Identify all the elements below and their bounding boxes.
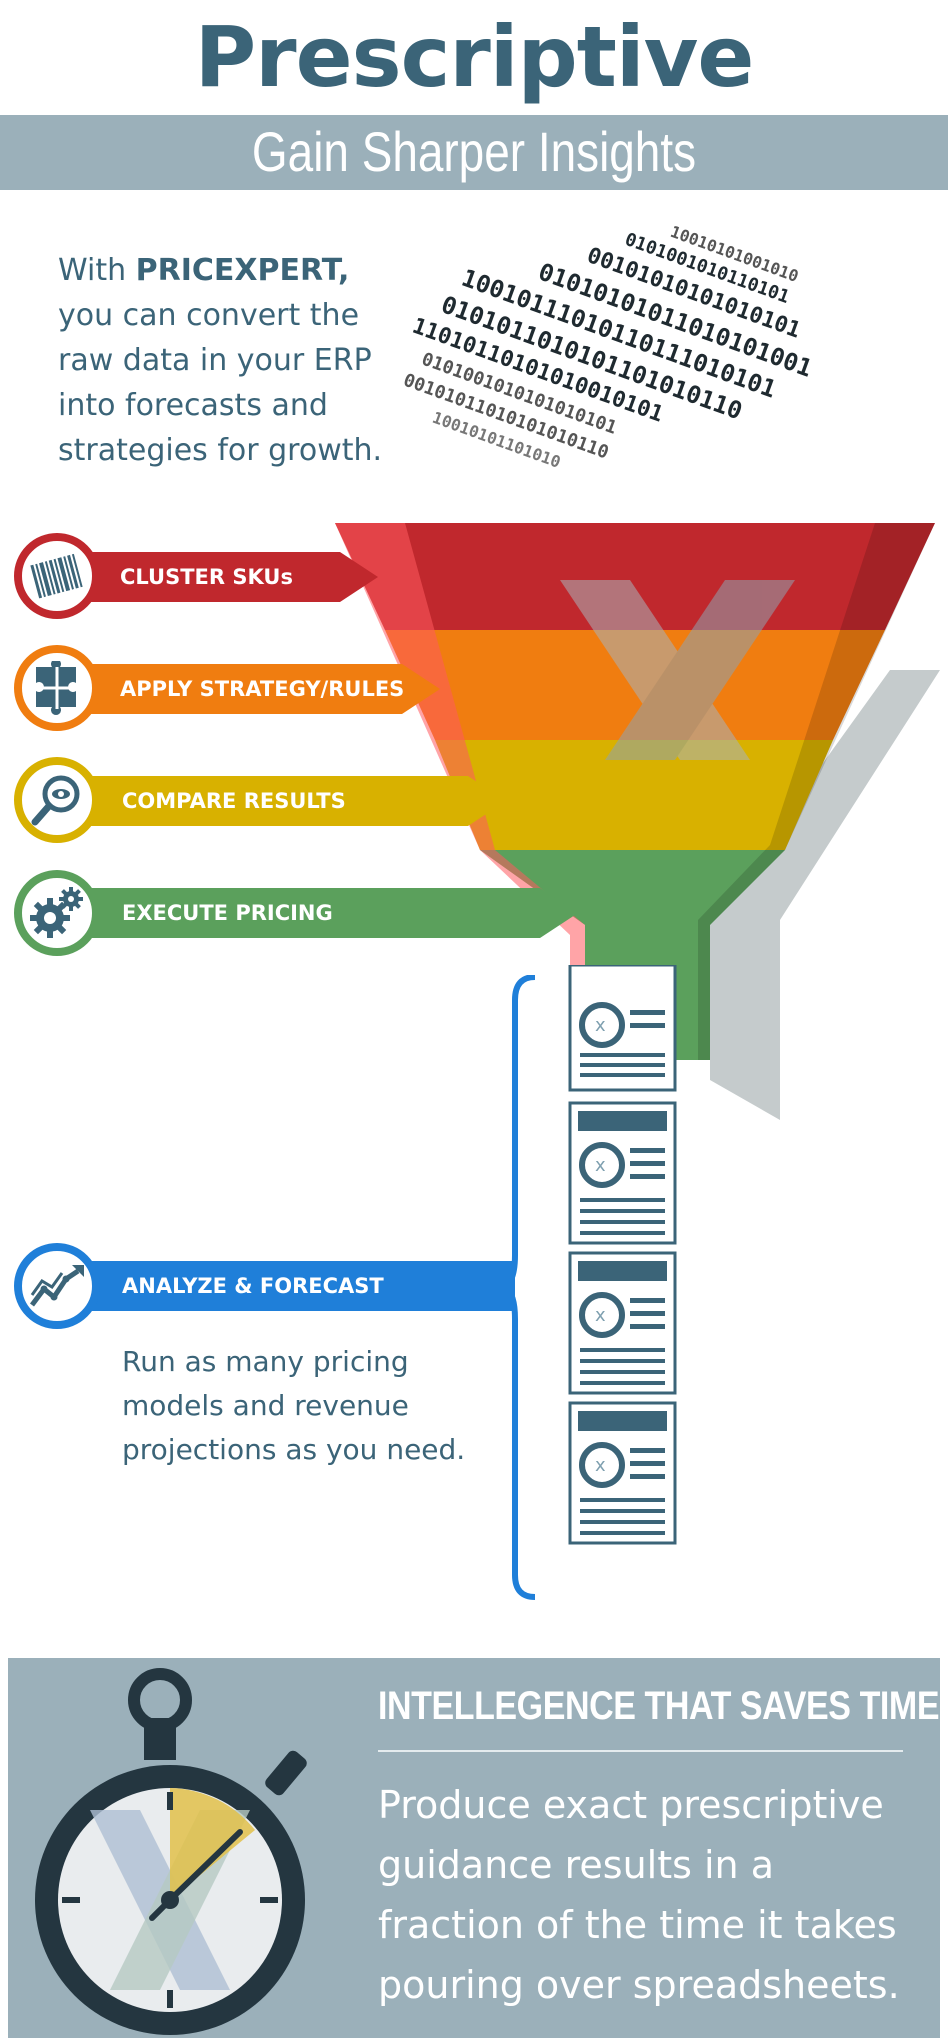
step-execute-pricing-badge	[14, 870, 100, 956]
step-apply-strategy-bar	[90, 664, 402, 714]
page-subtitle: Gain Sharper Insights	[251, 120, 697, 183]
step-apply-strategy-badge	[14, 645, 100, 731]
analyze-forecast-label: ANALYZE & FORECAST	[122, 1274, 384, 1298]
step-execute-pricing-bar	[90, 888, 540, 938]
analyze-forecast-description: Run as many pricing models and revenue p…	[122, 1345, 466, 1466]
funnel-band-yellow	[435, 740, 833, 850]
time-savings-text: Produce exact prescriptive guidance resu…	[378, 1783, 900, 2007]
intro-prefix: With	[58, 253, 136, 288]
svg-text:x: x	[595, 1305, 606, 1326]
step-cluster-skus-label: CLUSTER SKUs	[120, 565, 293, 589]
gears-icon	[30, 887, 83, 938]
arrow-head	[468, 776, 506, 826]
time-savings-title: INTELLEGENCE THAT SAVES TIME	[378, 1684, 940, 1728]
report-document: x	[568, 1101, 677, 1245]
arrow-head	[540, 888, 578, 938]
intro-body: you can convert the raw data in your ERP…	[58, 298, 383, 468]
funnel-shadow	[710, 670, 940, 1120]
arrow-head	[402, 664, 440, 714]
divider	[378, 1750, 903, 1752]
stopwatch-icon	[35, 1668, 307, 2035]
analyze-forecast-badge	[14, 1243, 100, 1329]
intro-text: With PRICEXPERT, you can convert the raw…	[58, 248, 388, 473]
arrow-head	[340, 552, 378, 602]
step-compare-results-badge	[14, 757, 100, 843]
analyze-forecast-bar	[90, 1261, 515, 1311]
svg-text:x: x	[595, 1155, 606, 1176]
report-document: x	[568, 965, 677, 1092]
pricexpert-logo-mark	[560, 580, 795, 760]
puzzle-icon	[36, 661, 78, 715]
report-document: x	[568, 1401, 677, 1545]
step-execute-pricing-label: EXECUTE PRICING	[122, 901, 333, 925]
report-document: x	[568, 1251, 677, 1395]
trend-chart-icon	[30, 1265, 84, 1307]
step-compare-results-bar	[90, 776, 468, 826]
svg-text:x: x	[595, 1015, 606, 1036]
step-apply-strategy-label: APPLY STRATEGY/RULES	[120, 677, 405, 701]
funnel-band-red	[335, 523, 935, 630]
step-cluster-skus-bar	[90, 552, 340, 602]
magnifier-eye-icon	[31, 775, 80, 826]
subtitle-banner	[0, 115, 948, 190]
funnel-graphic	[335, 523, 940, 1120]
svg-text:x: x	[595, 1455, 606, 1476]
barcode-icon	[30, 553, 83, 599]
step-cluster-skus-badge	[14, 533, 100, 619]
brand-name: PRICEXPERT,	[135, 253, 350, 288]
report-stack: x x x x	[568, 965, 677, 1545]
step-compare-results-label: COMPARE RESULTS	[122, 789, 346, 813]
